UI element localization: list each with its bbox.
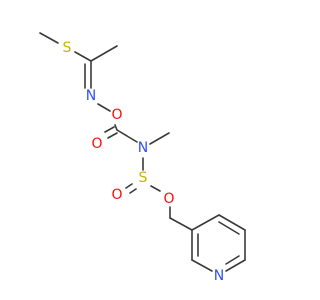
molecule-structure-canvas: S N O O N S O O N xyxy=(39,32,246,284)
atom-s-thio: S xyxy=(63,40,72,56)
ring-inner-bond-c6-n xyxy=(225,255,240,265)
bond-s-o-ester xyxy=(150,185,161,192)
bond-ch2-ring xyxy=(169,217,193,231)
atom-n-carbamate: N xyxy=(138,140,148,156)
bond-c-n xyxy=(116,129,138,143)
bond-s-o-double-a xyxy=(129,188,137,194)
bond-methyl-s xyxy=(39,32,59,44)
bond-layer xyxy=(39,32,246,272)
bond-s-c-thioimidate xyxy=(74,51,92,62)
bond-o-c-carbonyl xyxy=(114,124,118,131)
ring-bond-c6-n xyxy=(225,259,246,272)
bond-c-o-double-a xyxy=(107,132,118,139)
ring-bond-c3-c4 xyxy=(191,214,220,231)
ring-inner-bond-c4-c5 xyxy=(218,221,240,235)
bond-s-o-double-b xyxy=(125,183,133,189)
ring-bond-n-c2 xyxy=(191,259,213,272)
bond-c-o-double-b xyxy=(104,126,115,133)
bond-n-o xyxy=(97,103,111,112)
atom-n-imine: N xyxy=(86,88,96,104)
bond-c-methyl xyxy=(90,45,118,62)
atom-o-carbonyl: O xyxy=(91,136,102,152)
atom-n-pyridine: N xyxy=(214,268,224,284)
atom-o-oxime: O xyxy=(111,107,122,123)
ring-bond-c4-c5 xyxy=(218,214,246,231)
atom-label-layer: S N O O N S O O N xyxy=(63,40,225,284)
bond-n-methyl xyxy=(149,132,170,145)
molecule-diagram: S N O O N S O O N xyxy=(39,32,246,284)
atom-s-sulfinyl: S xyxy=(139,170,148,186)
atom-o-ester: O xyxy=(163,191,174,207)
atom-o-sulfinyl: O xyxy=(111,187,122,203)
